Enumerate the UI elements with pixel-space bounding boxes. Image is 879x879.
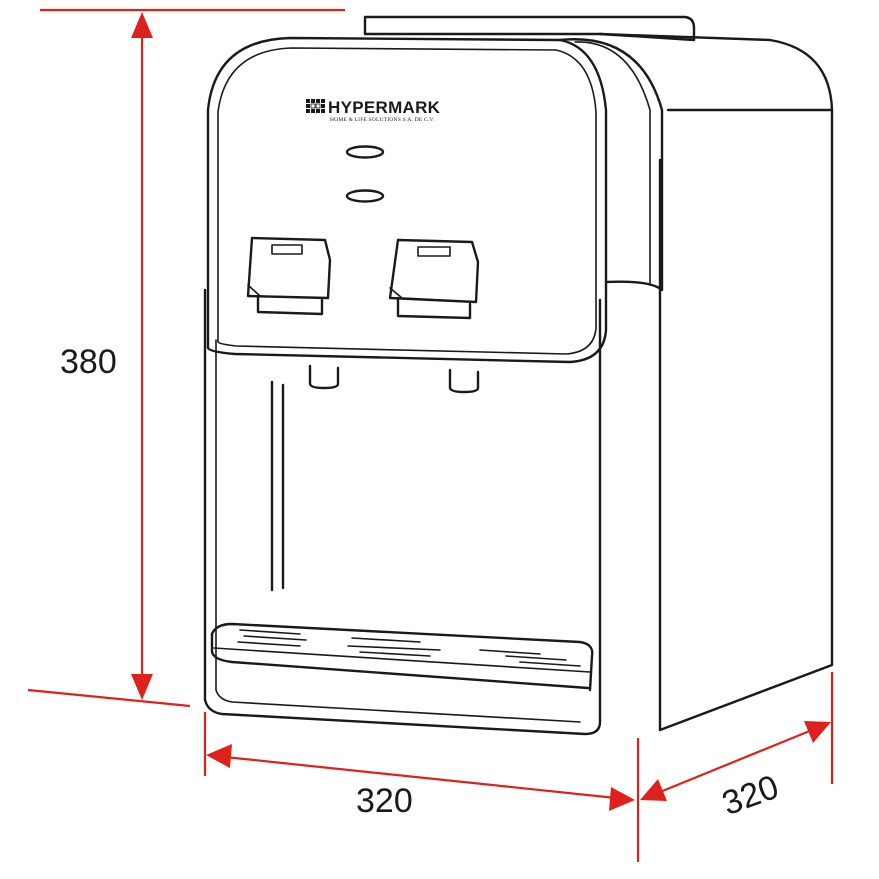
dispenser-body [203,15,834,736]
depth-dimension: 320 [640,672,834,823]
front-hood [206,36,608,364]
front-hood-inner [217,47,597,355]
hypermark-logo-icon [306,99,325,113]
depth-arrow-left [640,779,667,801]
height-label: 380 [60,343,117,381]
depth-label: 320 [717,768,783,823]
top-lid [363,15,696,42]
hood-side-curve [558,38,664,292]
indicator-light-bottom [345,189,385,203]
depth-arrow-right [804,721,831,743]
drip-tray [210,622,594,692]
width-arrow-left [206,744,232,768]
brand-logo: HYPERMARK HOME & LIFE SOLUTIONS S.A. DE … [306,98,441,123]
brand-name: HYPERMARK [328,98,441,117]
height-extension-bottom [27,688,191,708]
front-cabinet-inner [215,339,581,723]
depth-dimension-line [659,728,813,794]
height-arrow-bottom [131,674,153,700]
side-panel [598,32,834,732]
width-label: 320 [356,782,413,820]
nozzle-left [308,364,340,390]
tap-right [388,238,480,320]
tap-left [246,236,332,316]
nozzle-right [448,368,480,394]
indicator-light-top [345,145,385,159]
height-arrow-top [131,12,153,38]
width-arrow-right [609,787,635,811]
hood-side-curve-inner [574,41,651,286]
brand-tagline: HOME & LIFE SOLUTIONS S.A. DE C.V. [330,117,435,123]
front-cabinet [203,288,602,736]
width-dimension-line [224,755,617,800]
width-dimension: 320 [203,712,640,862]
height-dimension: 380 [27,8,345,708]
